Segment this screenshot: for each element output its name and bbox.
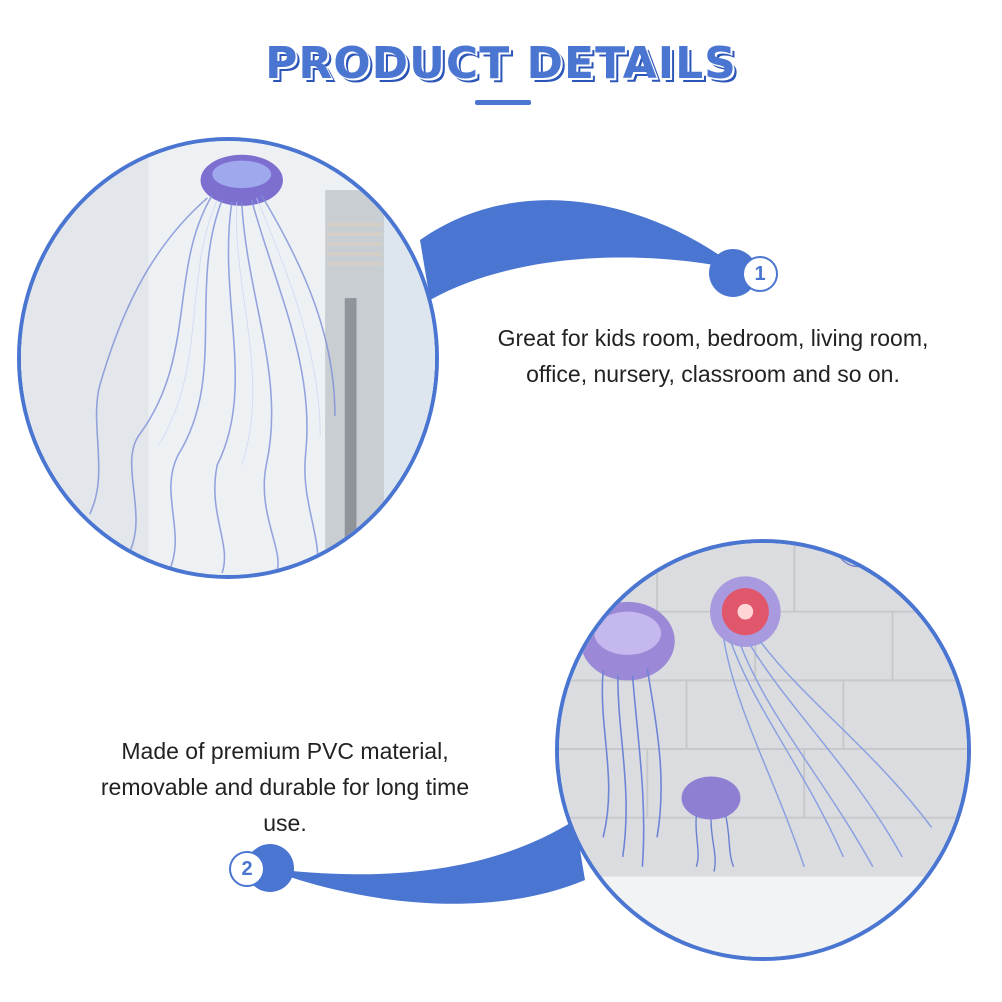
jellyfish-wall-photo (555, 539, 971, 961)
feature-number-badge-2: 2 (229, 851, 265, 887)
connector-arc-1 (420, 200, 740, 300)
title-underline (475, 100, 531, 105)
feature-number-badge-1: 1 (742, 256, 778, 292)
connector-arc-2 (265, 820, 585, 904)
jellyfish-window-photo (17, 137, 439, 579)
page-title: PRODUCT DETAILS (265, 38, 737, 89)
feature-description-2: Made of premium PVC material, removable … (100, 738, 470, 836)
feature-description-1: Great for kids room, bedroom, living roo… (497, 325, 929, 387)
